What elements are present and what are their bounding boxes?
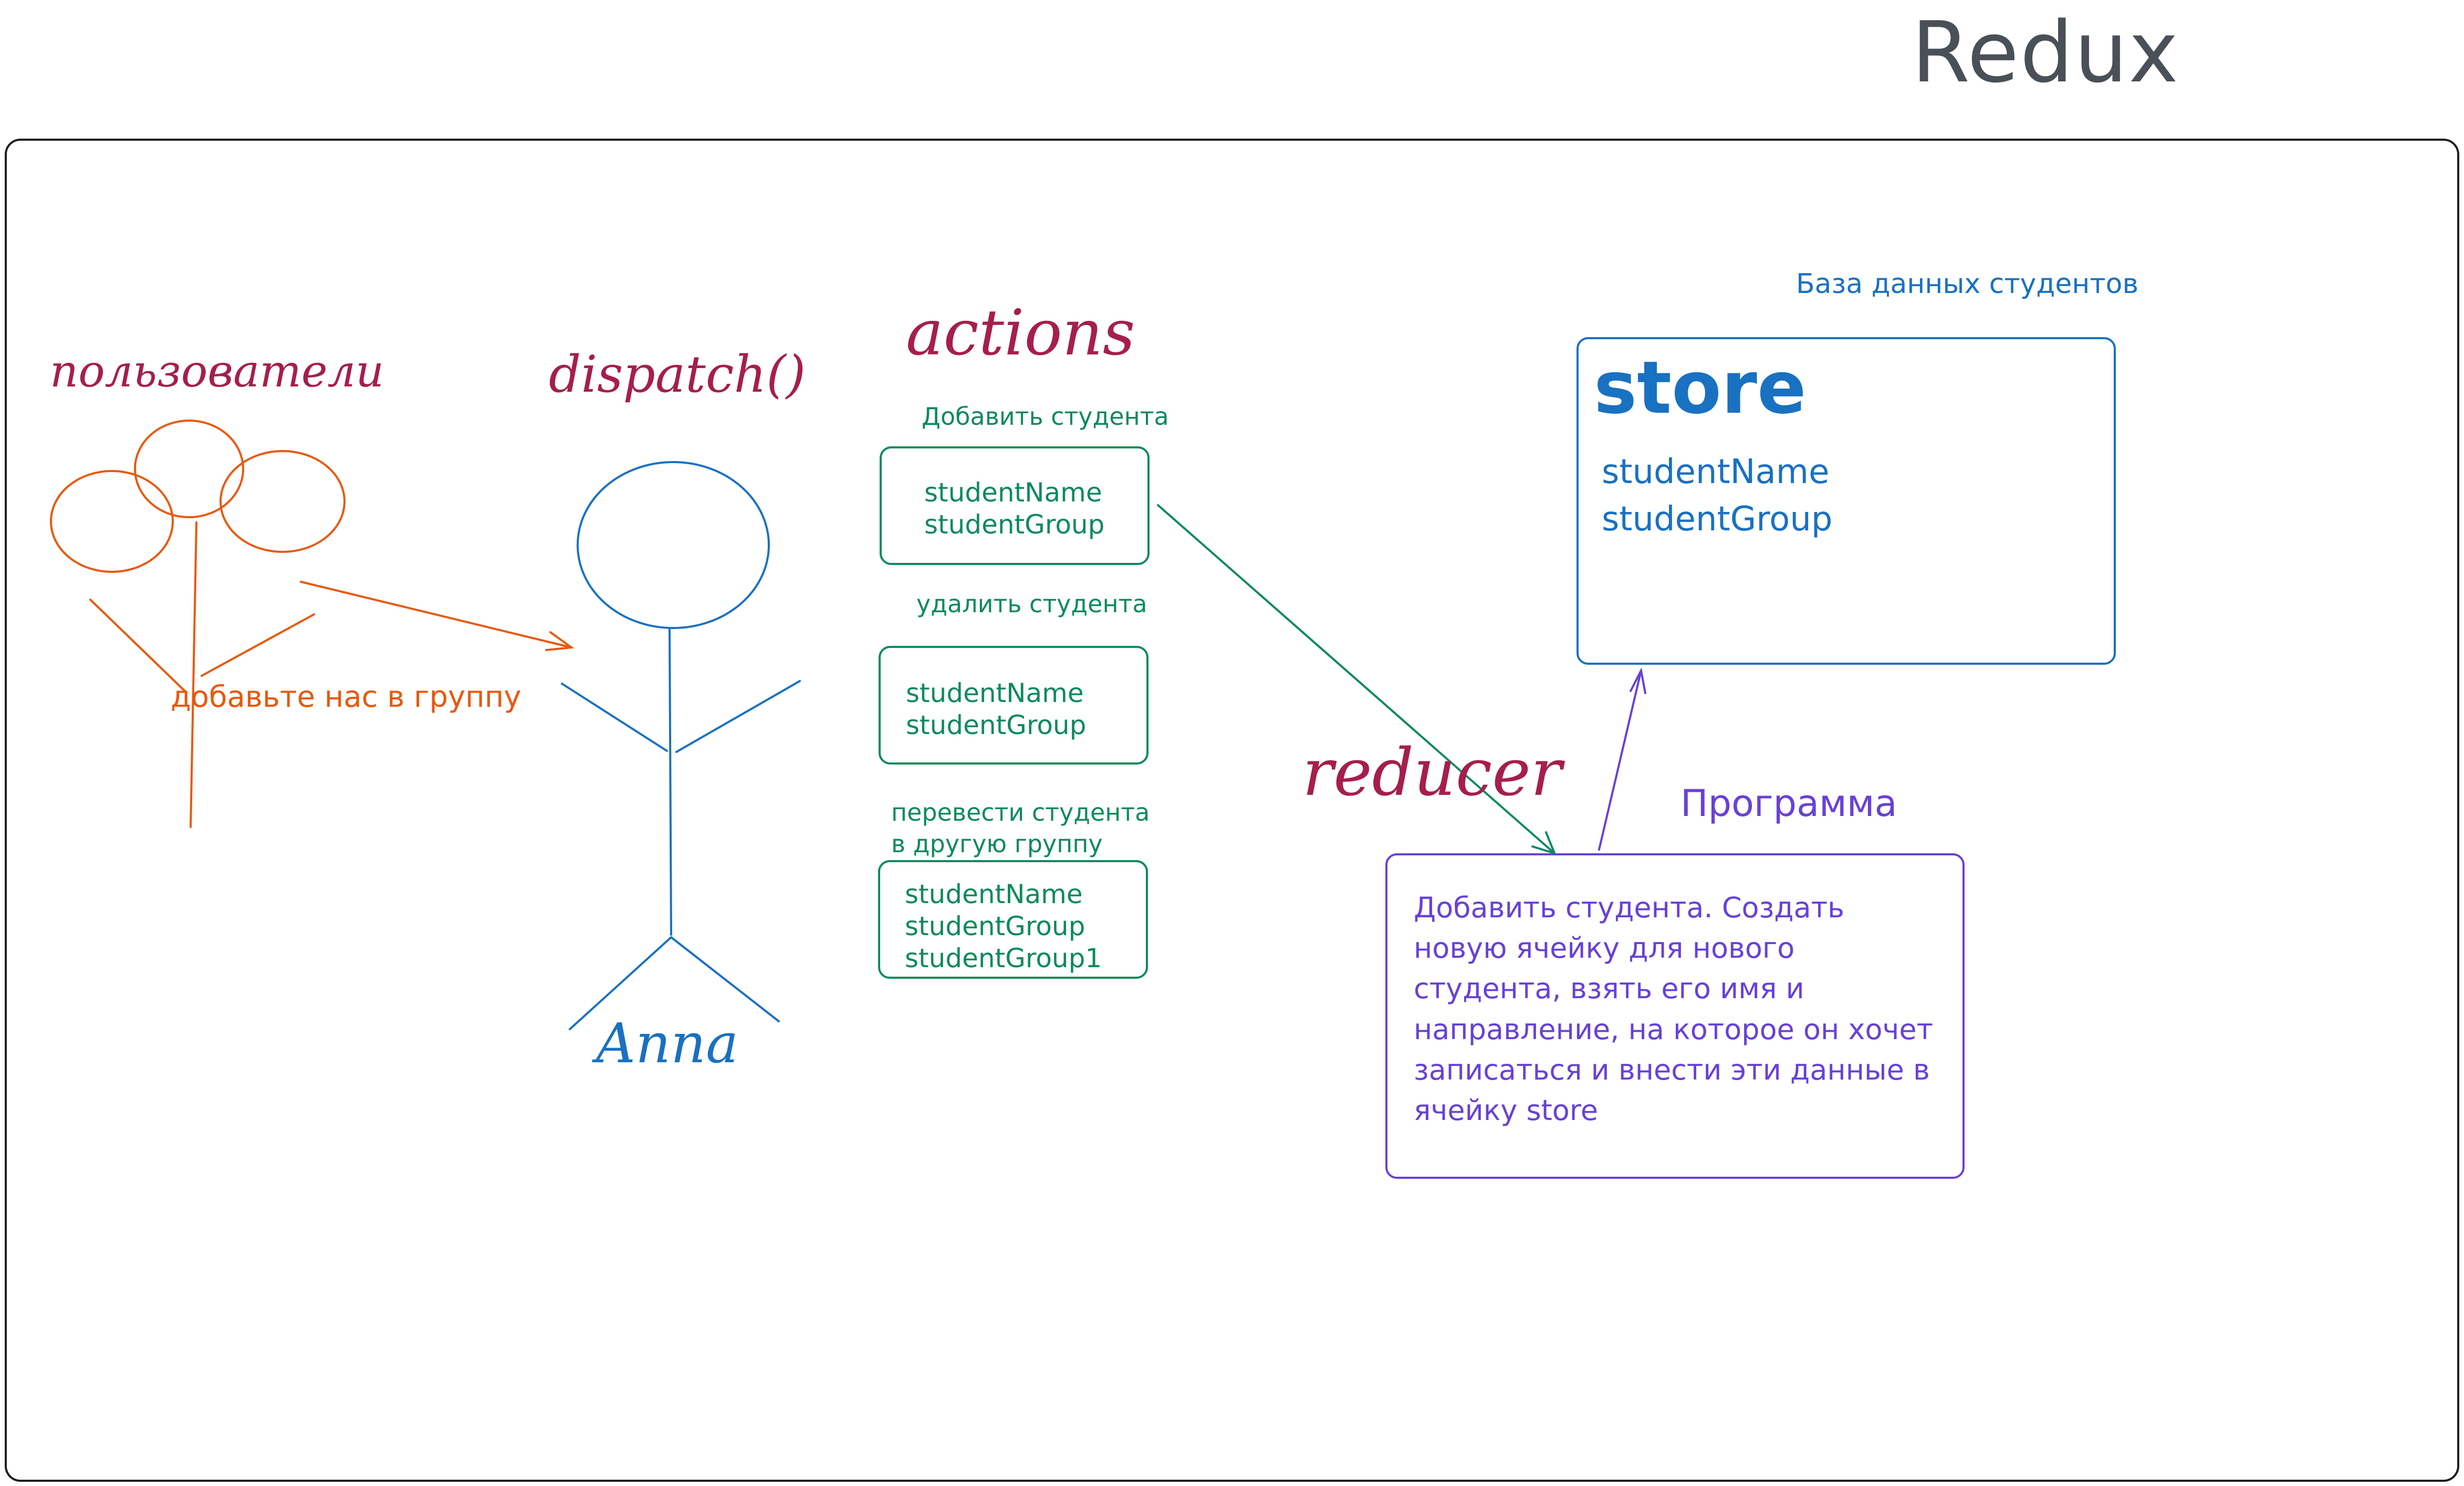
action-caption-delete: удалить студента: [916, 590, 1147, 618]
program-label: Программа: [1680, 782, 1897, 825]
action-fields-delete: studentName studentGroup: [906, 677, 1086, 741]
person-leg-right: [670, 936, 780, 1022]
action-box-delete: [879, 646, 1149, 765]
action-field: studentName: [905, 879, 1083, 909]
user-head-left: [50, 470, 174, 573]
users-group-icon: [50, 420, 346, 828]
action-field: studentGroup1: [905, 943, 1102, 974]
store-title: store: [1594, 346, 1807, 430]
reducer-label: reducer: [1302, 735, 1562, 811]
person-leg-left: [569, 936, 672, 1030]
user-arm-left: [89, 599, 187, 693]
user-head-right: [220, 450, 346, 553]
person-arm-left: [561, 683, 668, 752]
action-field: studentName: [906, 678, 1084, 708]
user-body: [190, 521, 197, 828]
page-title: Redux: [1912, 3, 2180, 101]
arrow-users-to-dispatch: [300, 581, 575, 651]
person-name: Anna: [596, 1011, 739, 1075]
user-head-center: [134, 420, 244, 518]
user-arm-right: [201, 613, 315, 677]
store-fields: studentName studentGroup: [1602, 449, 1833, 543]
program-box: [1385, 853, 1965, 1179]
store-box: [1576, 337, 2116, 665]
arrow-program-to-store: [1598, 667, 1646, 851]
program-description: Добавить студента. Создать новую ячейку …: [1414, 891, 1934, 1127]
person-body: [669, 627, 672, 936]
action-field: studentGroup: [906, 710, 1087, 740]
store-caption: База данных студентов: [1796, 268, 2139, 300]
action-box-add: [880, 446, 1150, 565]
action-field: studentName: [924, 477, 1102, 508]
store-field: studentName: [1602, 453, 1830, 491]
users-message: добавьте нас в группу: [171, 680, 521, 714]
actions-label: actions: [906, 297, 1135, 370]
dispatch-label: dispatch(): [549, 345, 806, 404]
person-arm-right: [675, 680, 801, 753]
users-label: пользователи: [50, 346, 384, 397]
action-field: studentGroup: [924, 509, 1105, 540]
action-caption-add: Добавить студента: [922, 402, 1169, 431]
action-fields-transfer: studentName studentGroup studentGroup1: [905, 878, 1102, 975]
store-field: studentGroup: [1602, 499, 1833, 539]
action-fields-add: studentName studentGroup: [924, 477, 1104, 541]
action-field: studentGroup: [905, 911, 1085, 941]
action-caption-transfer: перевести студента в другую группу: [891, 798, 1150, 858]
diagram-frame: [5, 139, 2459, 1482]
person-head: [577, 461, 770, 629]
action-box-transfer: [878, 860, 1148, 979]
dispatch-person-icon: [561, 461, 801, 1030]
